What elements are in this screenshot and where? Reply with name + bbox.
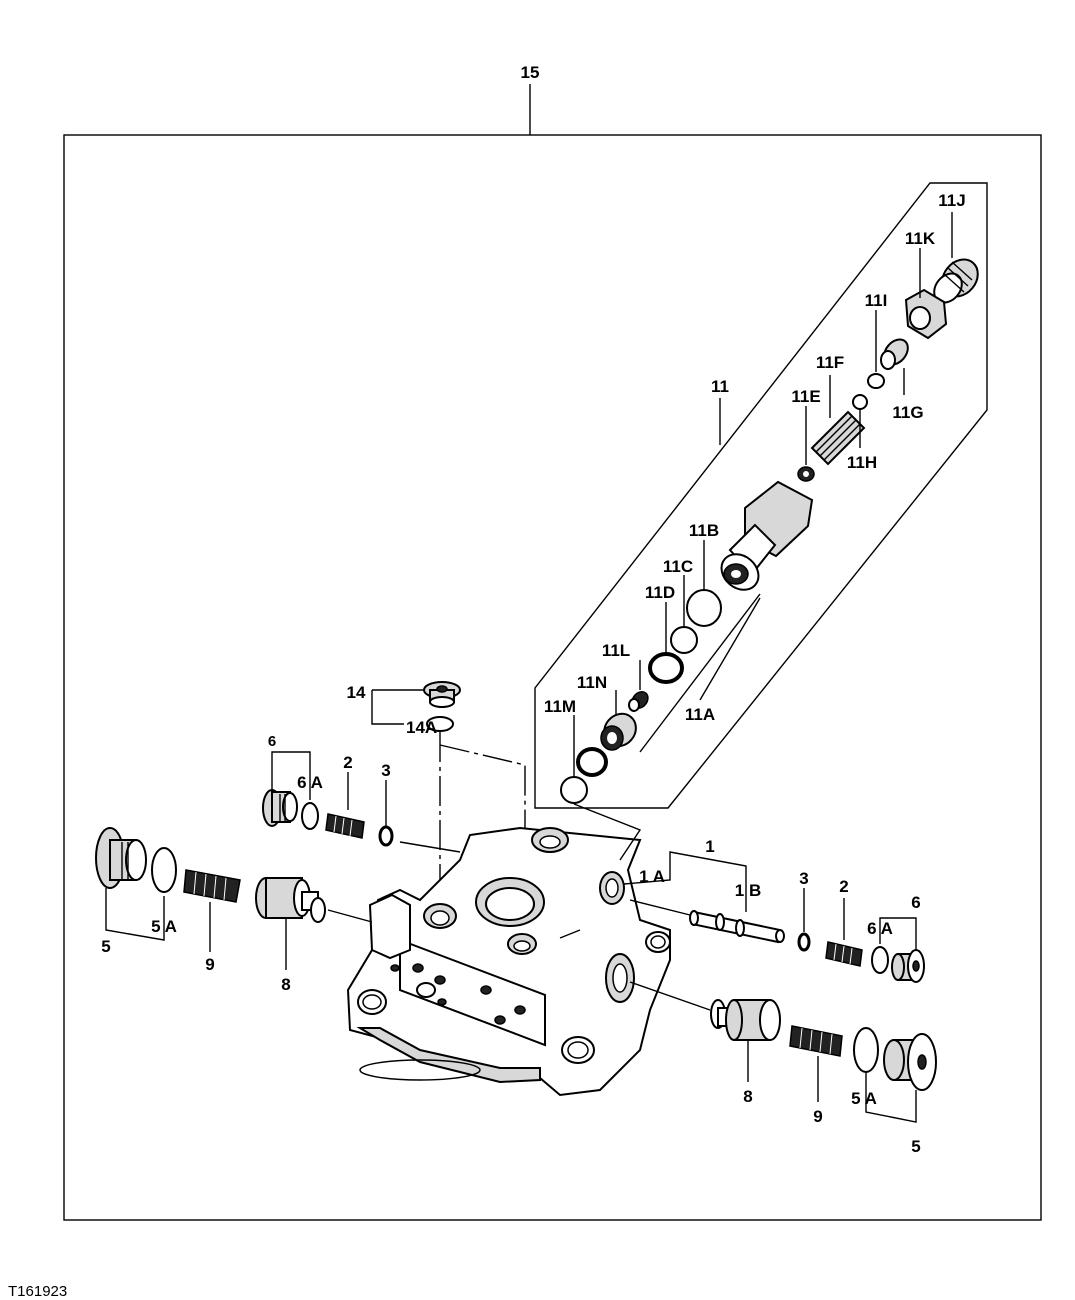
part-11D-o-ring [648,652,684,684]
label-11G: 11G [892,403,923,422]
leader-8-right-to-housing [629,981,711,1011]
part-11L-fitting [628,691,649,712]
part-3-washer-left [378,825,394,847]
leader-11-to-housing [573,803,642,861]
part-11B-backup-ring [686,589,722,627]
inset-leader-lines [573,212,953,776]
label-11D: 11D [645,583,675,602]
part-11J-plug [933,258,979,304]
part-1B-spool [689,910,785,944]
part-6A-o-ring-right [871,946,889,974]
part-5-plug-left [95,827,147,889]
label-14: 14 [347,683,366,702]
part-6-plug-left [262,789,298,827]
label-11: 11 [711,377,729,396]
part-11K-hex-nut [904,288,948,340]
inset-panel-11 [534,182,988,809]
label-9-left: 9 [205,955,214,974]
leader-14A [371,690,404,725]
label-11E: 11E [791,387,820,406]
part-2-spring-left [325,813,365,839]
leader-5-5A-left [105,888,165,941]
leader-1B-to-housing [629,899,691,916]
label-1A: 1 A [639,867,665,886]
part-11M-seal [560,776,588,804]
leader-6-6A-right [879,917,917,950]
label-6A-left: 6 A [297,773,323,792]
label-3-left: 3 [381,761,390,780]
label-14A: 14A [406,718,437,737]
part-11G-fitting [880,338,909,370]
label-11M: 11M [544,697,576,716]
part-6A-o-ring-left [301,802,319,830]
label-11L: 11L [602,641,630,660]
part-8-spool-left [255,877,326,923]
label-11A: 11A [685,705,715,724]
leader-5-5A-right [865,1072,917,1123]
label-11H: 11H [847,453,877,472]
label-1: 1 [705,837,714,856]
label-1B: 1 B [735,881,761,900]
label-5A-left: 5 A [151,917,177,936]
part-11N-plug [600,712,637,751]
leader-8-to-housing [327,909,373,923]
part-14-plug [423,681,461,708]
part-11A-relief-cartridge [720,480,814,591]
part-11M-o-ring [576,747,608,777]
part-2-spring-right [825,941,863,967]
label-2-right: 2 [839,877,848,896]
part-11I-washer [867,373,885,389]
part-14A-o-ring [426,716,454,732]
label-5A-right: 5 A [851,1089,877,1108]
part-11C-backup-ring [670,626,698,654]
label-11F: 11F [816,353,844,372]
label-6A-right: 6 A [867,919,893,938]
label-11J: 11J [938,191,965,210]
label-6-right: 6 [911,893,920,912]
label-5-left: 5 [101,937,110,956]
label-11C: 11C [663,557,693,576]
valve-housing [346,826,671,1097]
label-11I: 11I [865,291,888,310]
leader-3-to-housing [399,841,461,853]
part-9-spring-right [789,1025,843,1057]
label-11K: 11K [905,229,936,248]
label-3-right: 3 [799,869,808,888]
leader-6-6A-left [271,751,311,800]
part-5-plug-right [883,1033,937,1091]
label-8-left: 8 [281,975,290,994]
label-5-right: 5 [911,1137,920,1156]
label-11N: 11N [577,673,607,692]
part-11H-ball [852,394,868,410]
part-11F-spring [810,410,866,466]
label-15: 15 [521,63,540,82]
part-3-washer-right [797,932,811,952]
part-5A-o-ring-right [853,1027,879,1073]
part-8-spool-right [710,999,781,1041]
label-8-right: 8 [743,1087,752,1106]
label-6-left: 6 [268,733,276,750]
label-2-left: 2 [343,753,352,772]
part-6-plug-right [891,949,925,983]
figure-id: T161923 [8,1283,67,1300]
label-11B: 11B [689,521,719,540]
label-9-right: 9 [813,1107,822,1126]
outer-frame [63,134,1042,1221]
part-5A-o-ring-left [151,847,177,893]
part-9-spring-left [183,869,241,903]
leader-1-1A-1B [623,851,747,912]
